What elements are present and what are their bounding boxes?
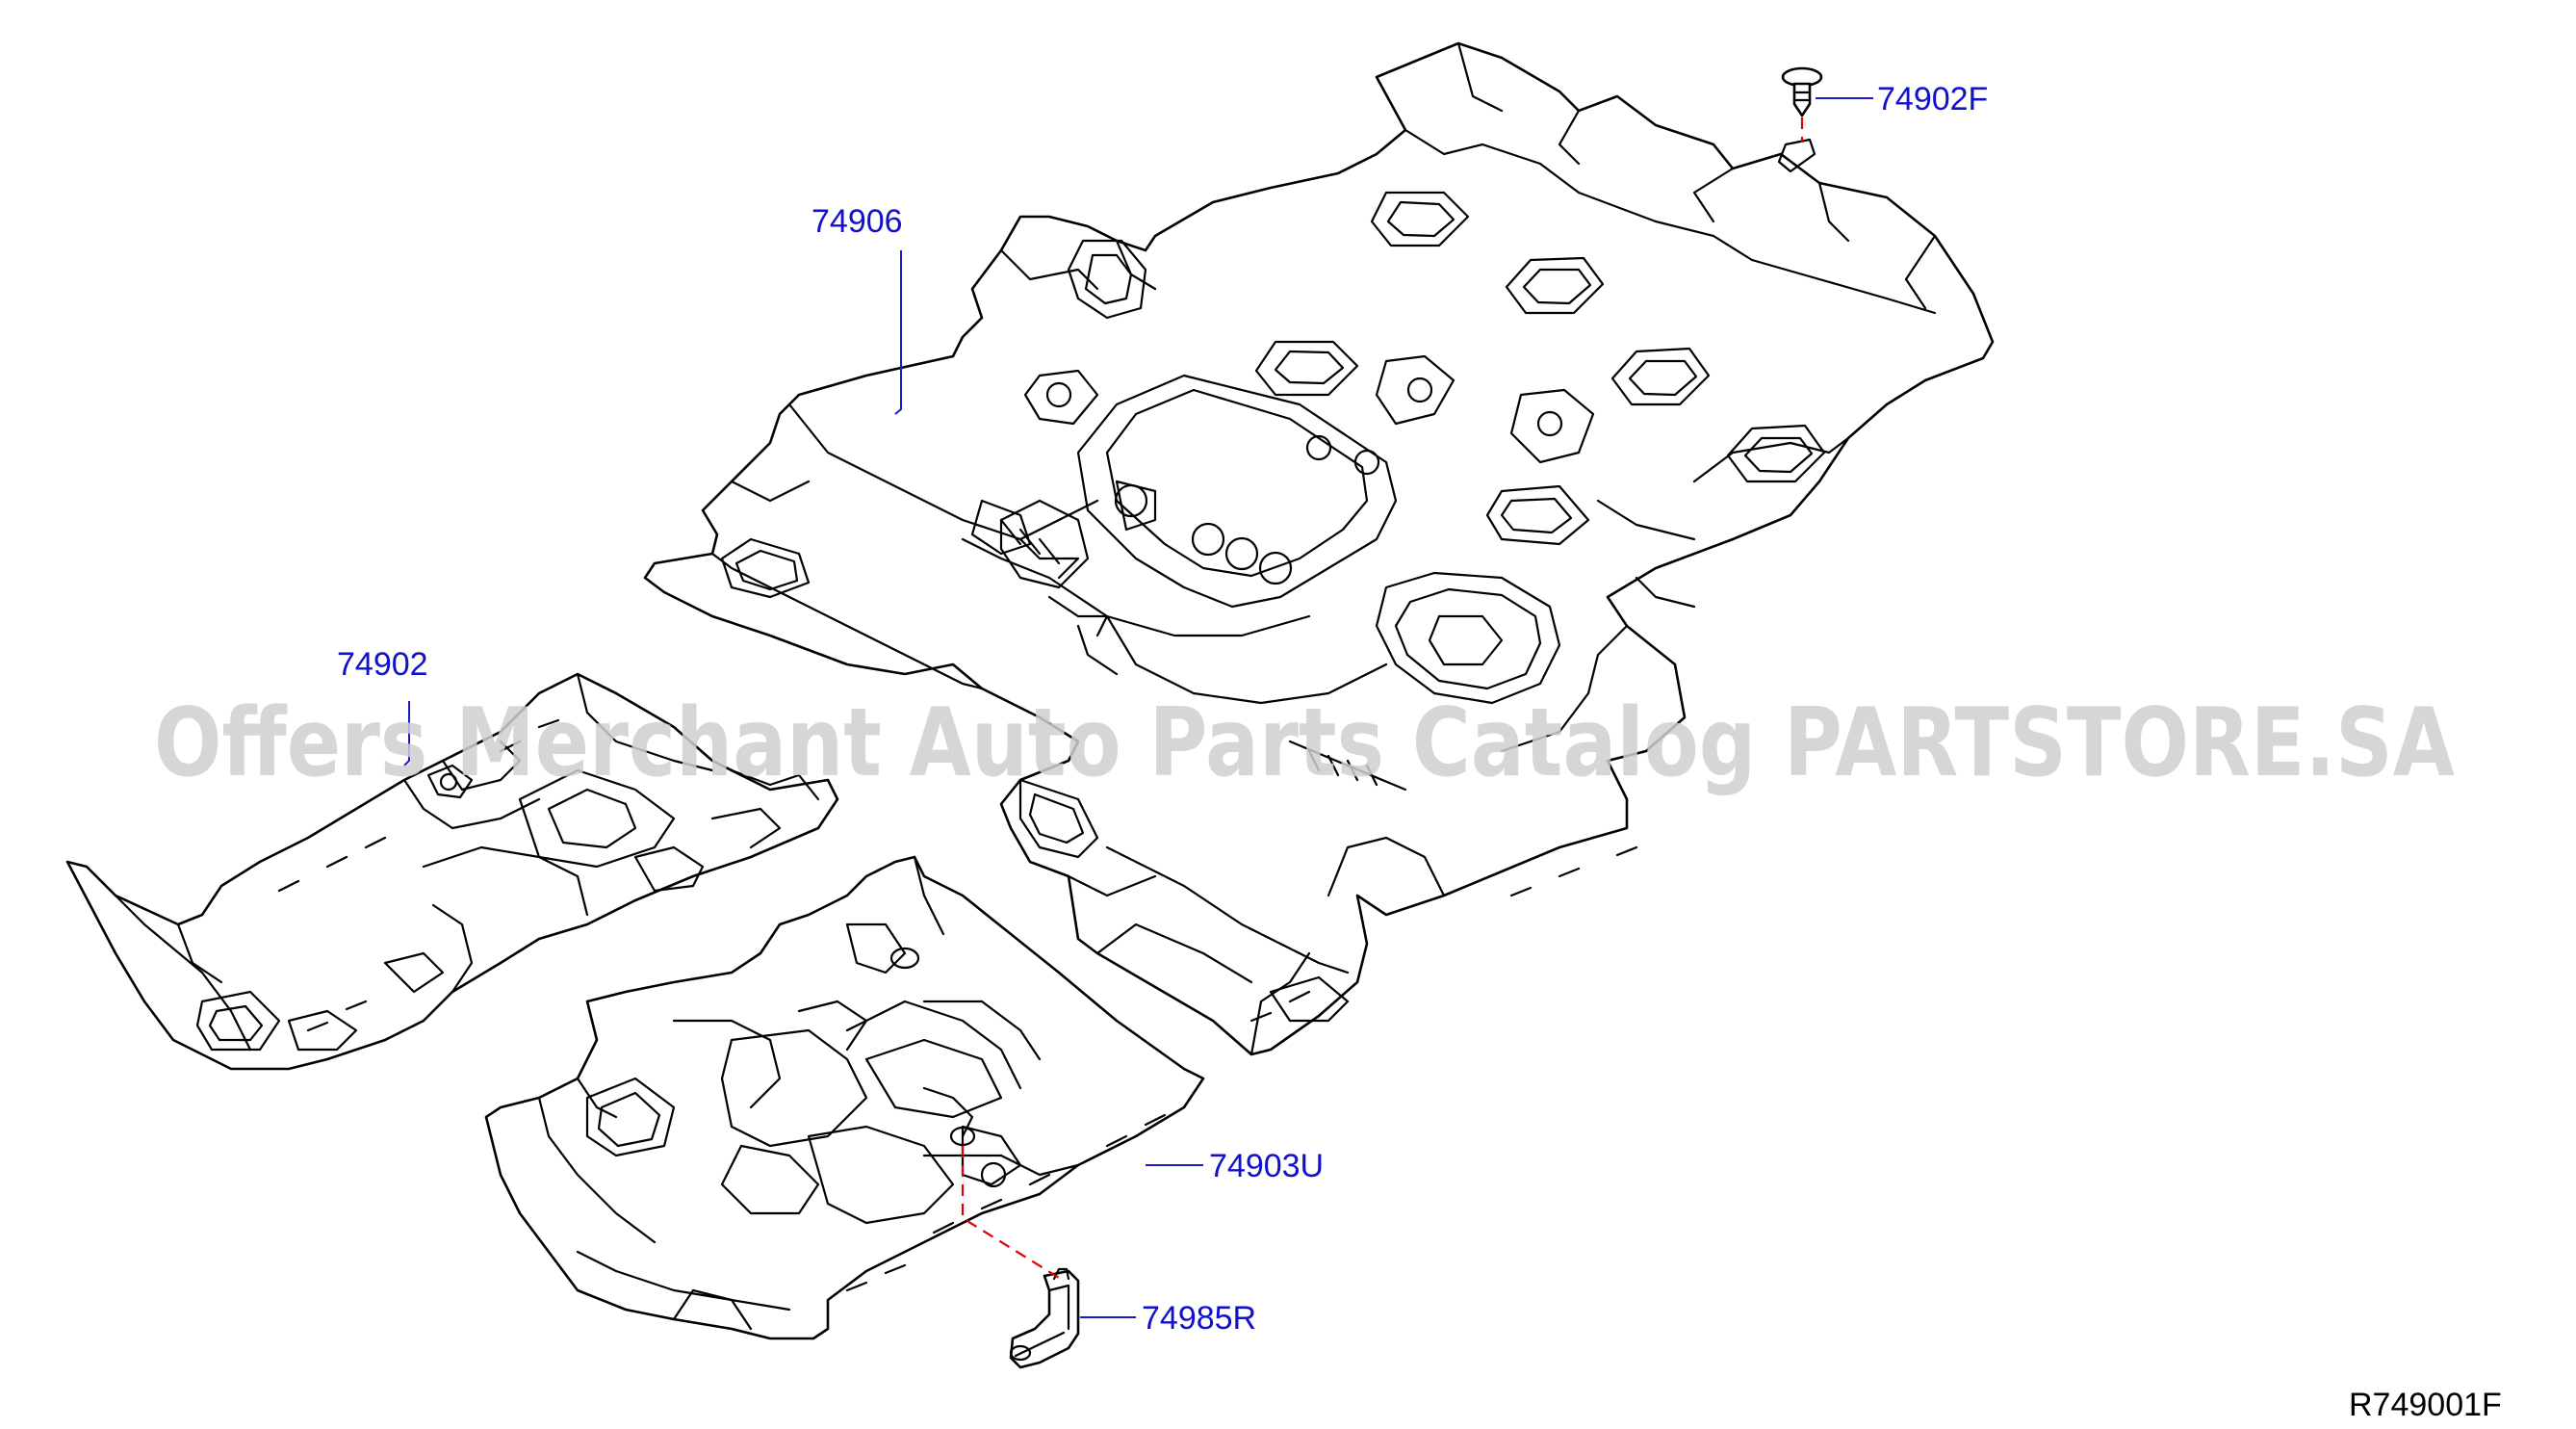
rear-floor-carpet	[643, 41, 1995, 1056]
clip-fastener	[1777, 66, 1823, 173]
bracket-part	[1009, 1267, 1080, 1369]
leader-lines	[403, 97, 1873, 1318]
watermark-text: Offers Merchant Auto Parts Catalog PARTS…	[154, 689, 2455, 798]
callout-bracket: 74985R	[1142, 1300, 1256, 1337]
diagram-reference-code: R749001F	[2349, 1387, 2502, 1423]
callout-rear-floor-carpet: 74906	[811, 203, 903, 240]
alignment-dash-lines	[961, 117, 1804, 1282]
callout-insulator: 74903U	[1209, 1148, 1324, 1184]
callout-front-floor-carpet: 74902	[337, 646, 428, 683]
callout-clip: 74902F	[1877, 81, 1988, 117]
callout-labels: 74906 74902F 74902 74903U 74985R	[337, 81, 1988, 1337]
front-floor-carpet-left	[65, 672, 839, 1071]
